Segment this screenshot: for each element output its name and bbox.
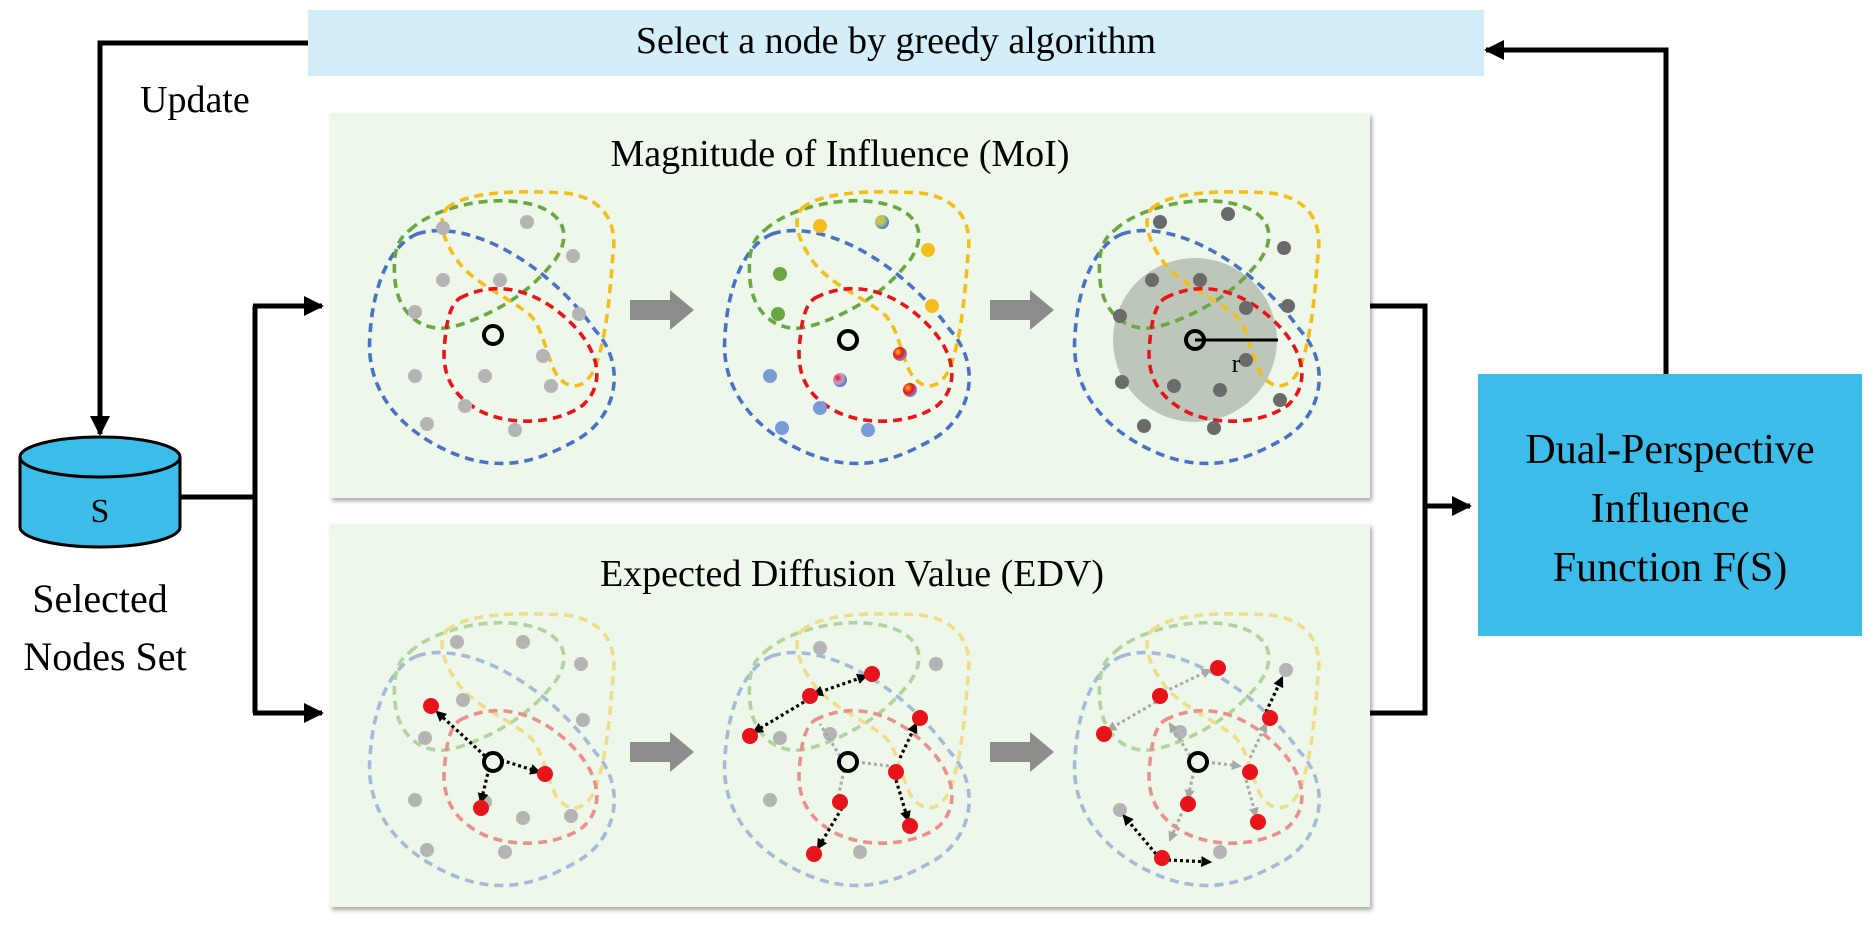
feedback-arrow (1484, 40, 1669, 374)
merge-arrows (1370, 303, 1472, 716)
nodes-set-caption-line2: Nodes Set (23, 634, 186, 679)
fork-arrows (180, 296, 324, 723)
nodes-set-caption-line1: Selected (32, 576, 168, 621)
greedy-selection-label: Select a node by greedy algorithm (636, 20, 1156, 62)
moi-step-arrow-1 (630, 290, 694, 330)
influence-function-line2: Influence (1591, 486, 1750, 532)
influence-function-line1: Dual-Perspective (1525, 427, 1814, 473)
edv-graph-1 (367, 612, 617, 888)
nodes-set-symbol: S (91, 493, 110, 530)
moi-step-arrow-2 (990, 290, 1054, 330)
update-label: Update (140, 79, 250, 121)
moi-graph-1 (367, 190, 617, 466)
greedy-selection-box (308, 10, 1484, 76)
radius-label: r (1232, 349, 1241, 378)
edv-step-arrow-2 (990, 732, 1054, 772)
edv-panel (330, 524, 1370, 907)
edv-graph-2 (722, 612, 972, 888)
selected-nodes-cylinder-icon (18, 435, 182, 549)
moi-graph-3 (1072, 190, 1322, 466)
edv-panel-title: Expected Diffusion Value (EDV) (600, 553, 1104, 595)
moi-graph-2 (722, 190, 972, 466)
influence-function-box (1478, 374, 1862, 636)
edv-step-arrow-1 (630, 732, 694, 772)
influence-function-line3: Function F(S) (1553, 545, 1788, 591)
update-arrow (90, 40, 308, 436)
edv-graph-3 (1072, 612, 1322, 888)
moi-panel-title: Magnitude of Influence (MoI) (610, 133, 1069, 175)
